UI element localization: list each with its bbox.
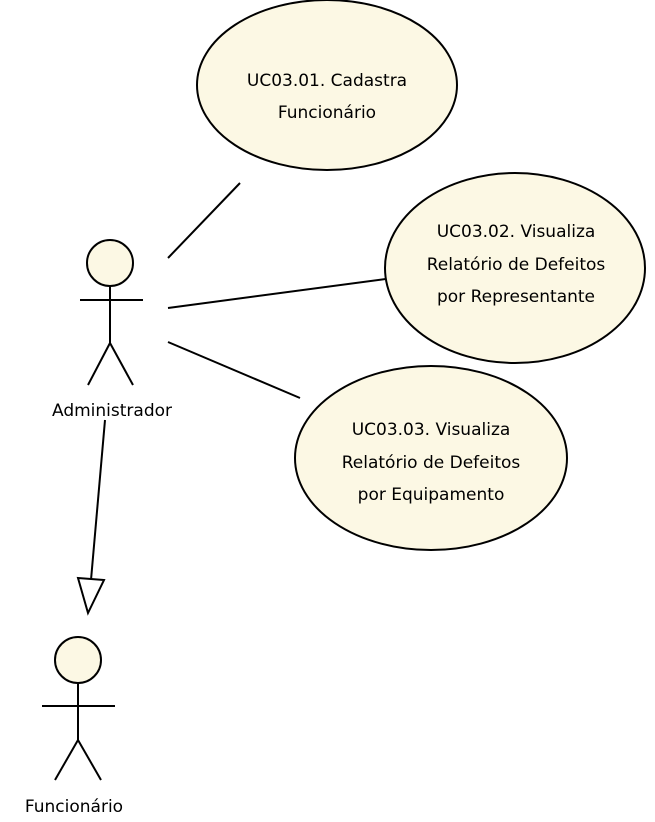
actor-administrador-label: Administrador <box>52 401 172 421</box>
use-case-ellipse <box>384 172 646 364</box>
actor-right-leg <box>77 739 102 781</box>
association-uc02 <box>167 277 394 309</box>
association-uc03 <box>167 341 301 399</box>
use-case-label-line: UC03.03. Visualiza <box>352 420 511 440</box>
actor-left-leg <box>54 739 79 781</box>
actor-right-leg <box>109 342 134 386</box>
use-case-uc03-03[interactable]: UC03.03. Visualiza Relatório de Defeitos… <box>294 365 568 551</box>
use-case-ellipse <box>196 0 458 171</box>
actor-administrador[interactable]: Administrador <box>52 239 172 421</box>
actor-head <box>54 636 102 684</box>
actor-left-leg <box>87 342 111 386</box>
association-uc01 <box>167 182 241 259</box>
generalization-arrow <box>76 419 106 616</box>
use-case-label-line: UC03.01. Cadastra <box>247 71 407 91</box>
use-case-uc03-01[interactable]: UC03.01. Cadastra Funcionário <box>196 0 458 171</box>
actor-funcionario-label: Funcionário <box>25 797 123 817</box>
use-case-label-line: Relatório de Defeitos <box>342 453 521 473</box>
use-case-label-line: por Equipamento <box>358 485 505 505</box>
use-case-ellipse <box>294 365 568 551</box>
use-case-label-line: UC03.02. Visualiza <box>437 222 596 242</box>
use-case-uc03-02[interactable]: UC03.02. Visualiza Relatório de Defeitos… <box>384 172 646 364</box>
use-case-label-line: Relatório de Defeitos <box>427 255 606 275</box>
use-case-label-line: Funcionário <box>278 103 376 123</box>
actor-funcionario[interactable]: Funcionário <box>25 636 123 817</box>
use-case-label-line: por Representante <box>437 287 595 307</box>
actor-head <box>86 239 134 287</box>
